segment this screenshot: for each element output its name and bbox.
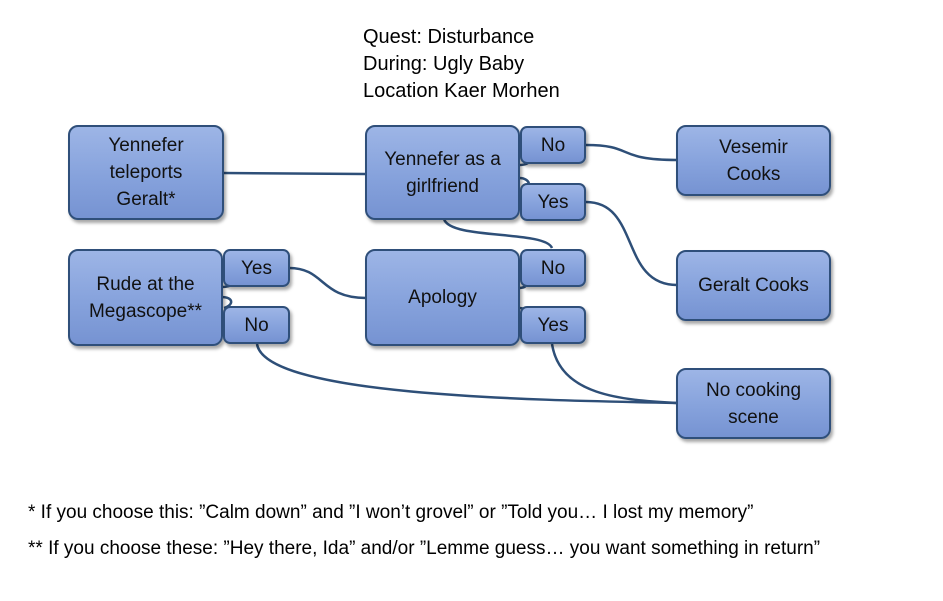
- node-rude-no: No: [223, 306, 290, 344]
- node-geralt-cooks-label: Geralt Cooks: [698, 275, 809, 296]
- node-apology: Apology: [365, 249, 520, 346]
- quest-header: Quest: Disturbance During: Ugly Baby Loc…: [363, 24, 560, 105]
- node-girlfriend-no: No: [520, 126, 586, 164]
- quest-location: Location Kaer Morhen: [363, 80, 560, 102]
- node-yennefer-girlfriend-line2: girlfriend: [406, 175, 479, 197]
- quest-during: During: Ugly Baby: [363, 53, 525, 75]
- node-apology-yes-label: Yes: [537, 314, 569, 336]
- node-apology-yes: Yes: [520, 306, 586, 344]
- node-girlfriend-no-label: No: [540, 134, 566, 156]
- connector-teleports-to-girlfriend: [222, 171, 366, 176]
- node-no-cooking-line1: No cooking: [705, 379, 802, 401]
- connector-rude-no-to-no-cooking: [255, 343, 678, 405]
- node-vesemir-cooks-line1: Vesemir: [719, 136, 788, 158]
- footnote-2: ** If you choose these: ”Hey there, Ida”…: [28, 538, 821, 559]
- node-apology-label: Apology: [408, 287, 477, 308]
- node-yennefer-teleports-line2: teleports: [109, 162, 183, 183]
- node-yennefer-girlfriend: Yennefer as a girlfriend: [365, 125, 520, 220]
- connector-girlfriend-yes-to-geralt: [585, 200, 678, 287]
- connector-girlfriend-no-to-vesemir: [585, 143, 678, 162]
- node-rude-no-label: No: [244, 314, 269, 336]
- node-rude-megascope: Rude at the Megascope**: [68, 249, 223, 346]
- quest-title: Quest: Disturbance: [363, 26, 535, 48]
- node-no-cooking-line2: scene: [728, 406, 779, 428]
- node-vesemir-cooks: Vesemir Cooks: [676, 125, 831, 196]
- node-geralt-cooks: Geralt Cooks: [676, 250, 831, 321]
- node-girlfriend-yes-label: Yes: [537, 191, 569, 213]
- footnote-1: * If you choose this: ”Calm down” and ”I…: [28, 502, 754, 523]
- node-vesemir-cooks-line2: Cooks: [726, 163, 781, 185]
- node-yennefer-girlfriend-line1: Yennefer as a: [384, 148, 501, 170]
- node-girlfriend-yes: Yes: [520, 183, 586, 221]
- node-yennefer-teleports: Yennefer teleports Geralt*: [68, 125, 224, 220]
- connector-apology-yes-to-no-cooking: [550, 343, 678, 405]
- node-rude-yes: Yes: [223, 249, 290, 287]
- node-yennefer-teleports-line1: Yennefer: [108, 135, 184, 156]
- connector-girlfriend-to-apology-no: [442, 218, 554, 249]
- node-rude-megascope-line2: Megascope**: [88, 300, 203, 322]
- node-rude-megascope-line1: Rude at the: [96, 273, 195, 295]
- node-no-cooking-scene: No cooking scene: [676, 368, 831, 439]
- node-yennefer-teleports-line3: Geralt*: [116, 189, 176, 210]
- node-apology-no-label: No: [540, 257, 566, 279]
- connector-rude-yes-to-apology: [288, 266, 367, 300]
- node-apology-no: No: [520, 249, 586, 287]
- node-rude-yes-label: Yes: [241, 257, 272, 279]
